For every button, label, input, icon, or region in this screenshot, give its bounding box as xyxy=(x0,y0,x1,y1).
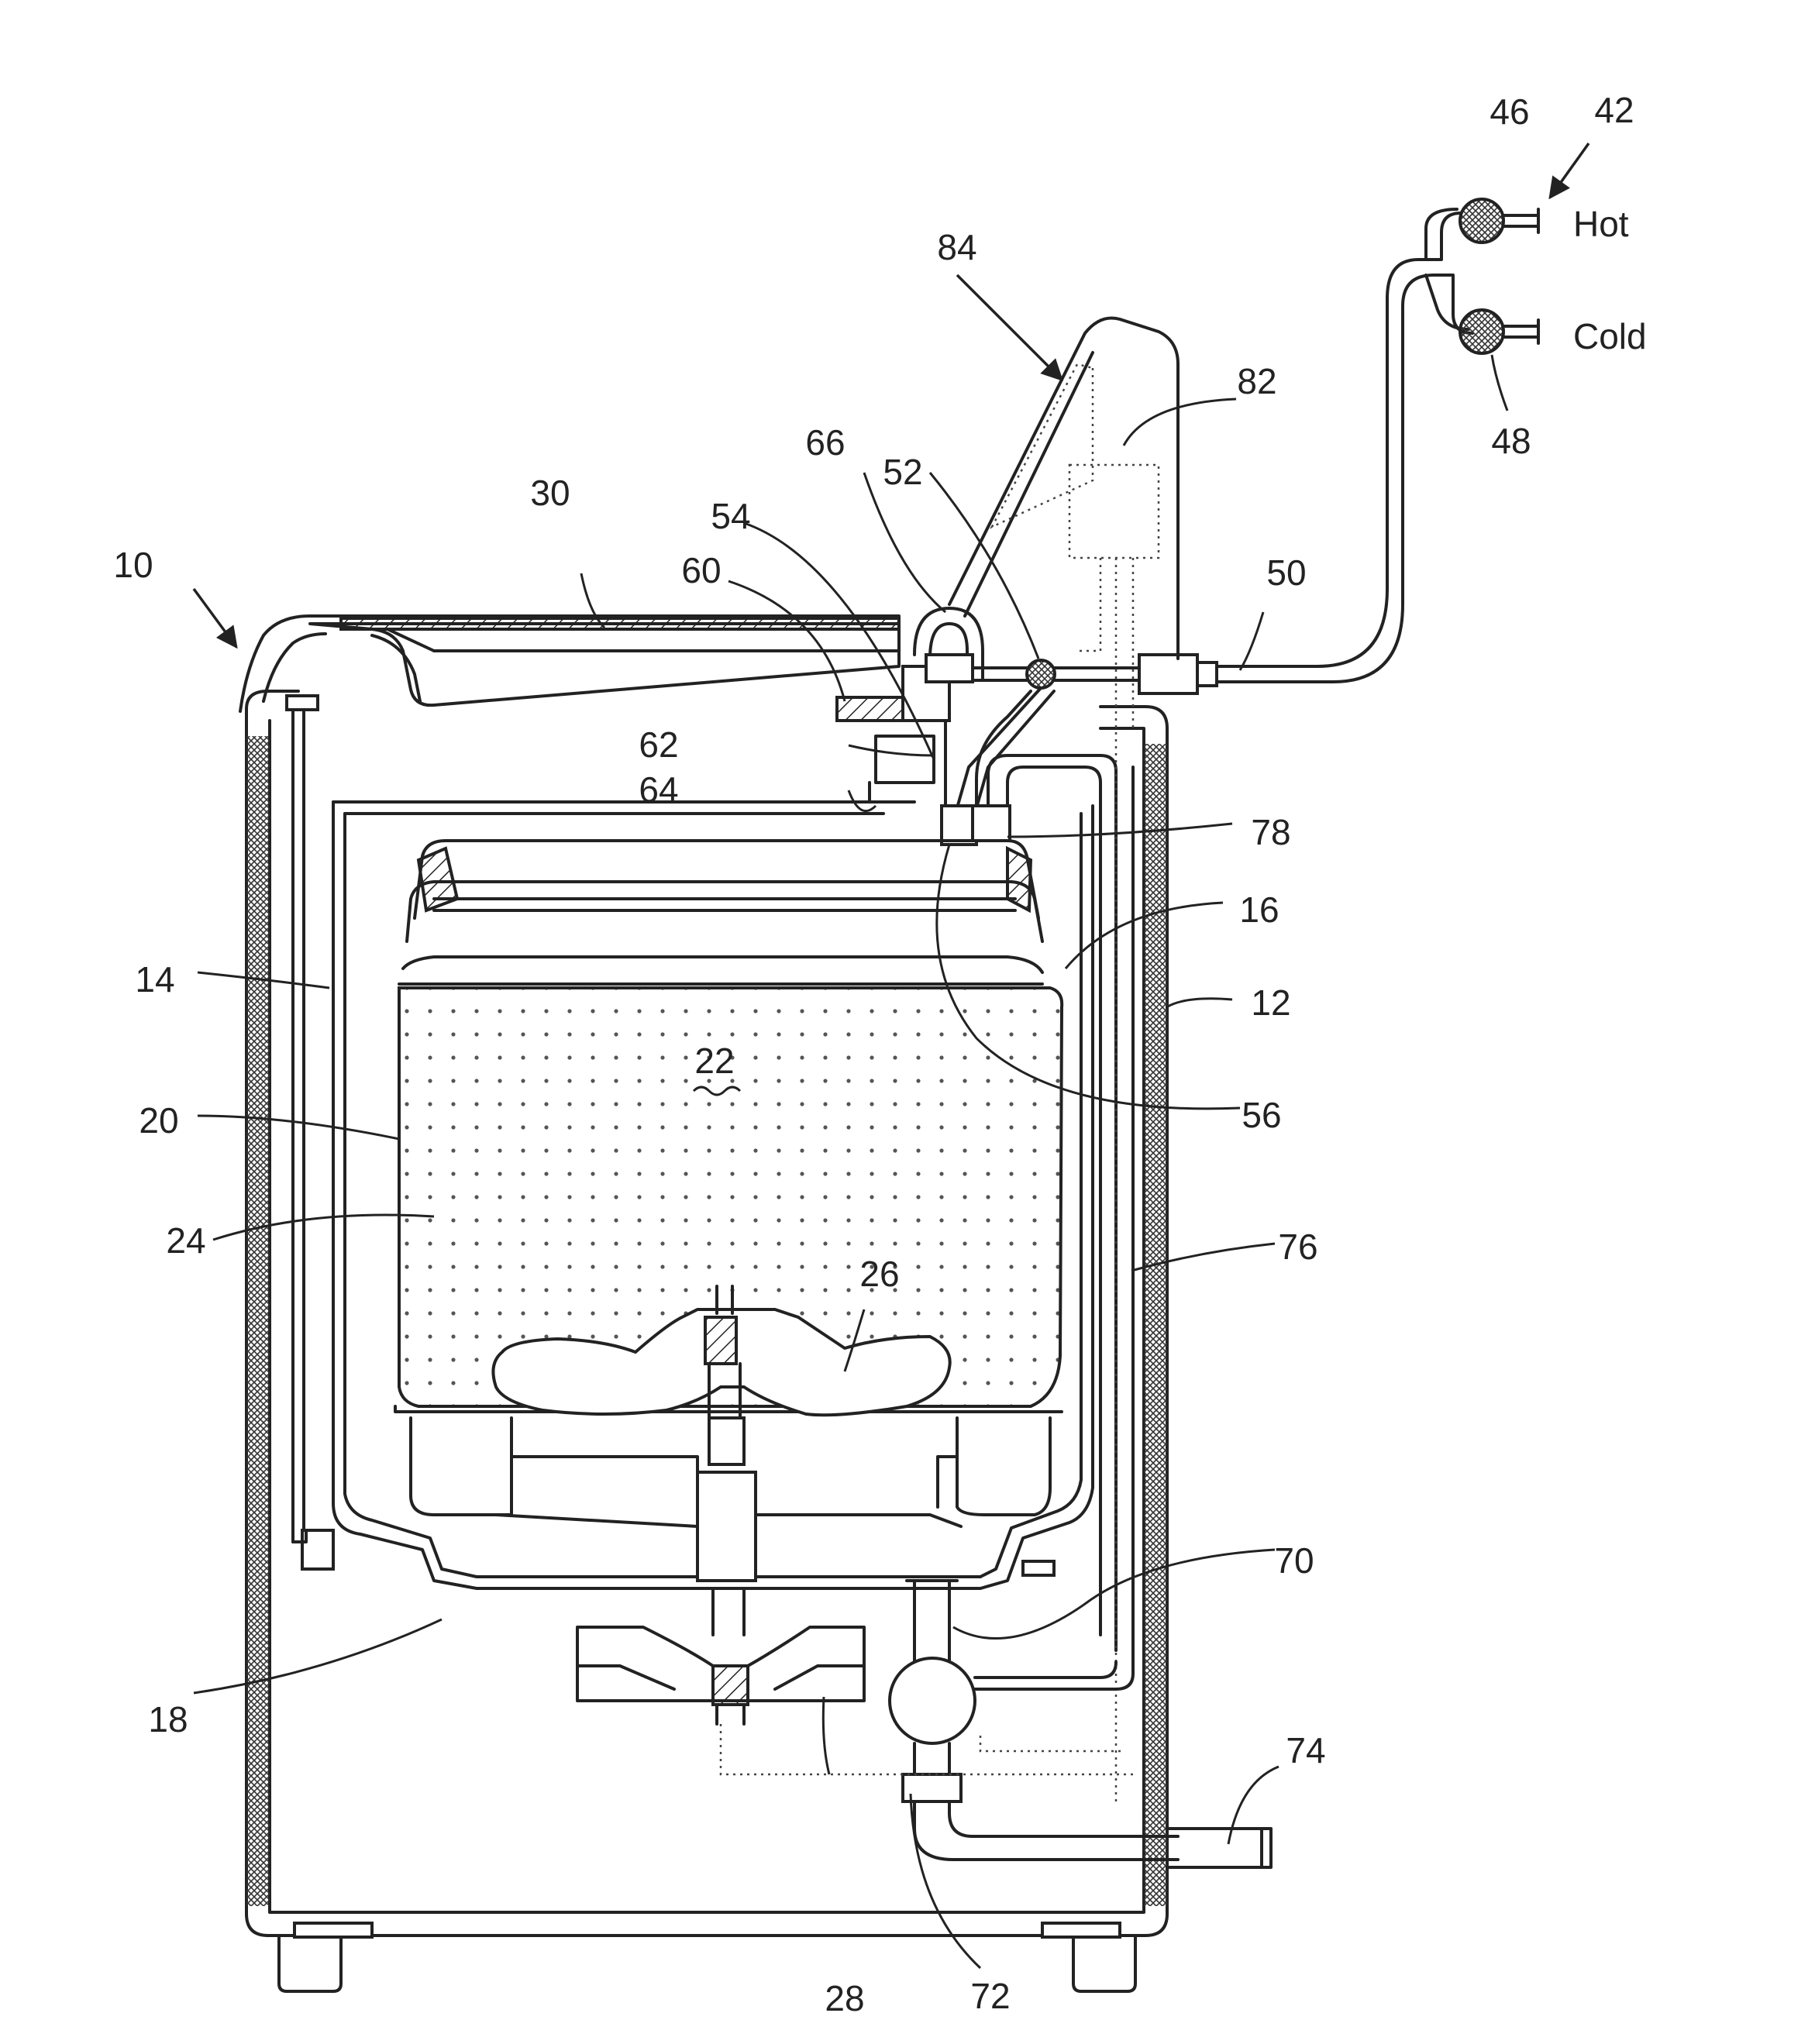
top-plumbing xyxy=(914,209,1472,1650)
label-70: 70 xyxy=(1274,1540,1314,1581)
cold-valve-48 xyxy=(1460,310,1538,353)
label-84: 84 xyxy=(937,227,976,267)
label-72: 72 xyxy=(970,1976,1010,2016)
label-10: 10 xyxy=(113,545,153,585)
drive-shaft xyxy=(697,1418,756,1635)
label-64: 64 xyxy=(639,769,678,810)
label-42: 42 xyxy=(1594,90,1634,130)
label-26: 26 xyxy=(859,1254,899,1294)
dispenser-60 xyxy=(837,666,949,806)
label-60: 60 xyxy=(681,550,721,590)
lid-30 xyxy=(310,618,899,705)
label-30: 30 xyxy=(530,473,570,513)
motor-28 xyxy=(577,1627,864,1724)
label-82: 82 xyxy=(1237,361,1276,401)
label-12: 12 xyxy=(1251,982,1290,1023)
label-66: 66 xyxy=(805,422,845,463)
hot-inlet-label: Hot xyxy=(1573,204,1629,244)
label-56: 56 xyxy=(1242,1095,1281,1135)
label-76: 76 xyxy=(1278,1227,1317,1267)
label-14: 14 xyxy=(135,959,174,1000)
hot-valve-46 xyxy=(1460,199,1538,243)
label-22: 22 xyxy=(694,1041,734,1081)
label-54: 54 xyxy=(711,496,750,536)
label-24: 24 xyxy=(166,1220,205,1261)
label-16: 16 xyxy=(1239,890,1279,930)
cold-inlet-label: Cold xyxy=(1573,316,1647,356)
left-hanger xyxy=(287,696,333,1569)
label-20: 20 xyxy=(139,1100,178,1141)
label-74: 74 xyxy=(1286,1730,1325,1770)
sump-70 xyxy=(907,1581,957,1666)
label-78: 78 xyxy=(1251,812,1290,852)
label-46: 46 xyxy=(1490,91,1529,132)
label-52: 52 xyxy=(883,452,922,492)
label-18: 18 xyxy=(148,1699,188,1739)
control-panel-84 xyxy=(949,318,1178,659)
label-62: 62 xyxy=(639,724,678,765)
label-50: 50 xyxy=(1266,552,1306,593)
label-48: 48 xyxy=(1491,421,1531,461)
label-28: 28 xyxy=(825,1978,864,2018)
drain-conduit-74 xyxy=(1167,1829,1271,1867)
